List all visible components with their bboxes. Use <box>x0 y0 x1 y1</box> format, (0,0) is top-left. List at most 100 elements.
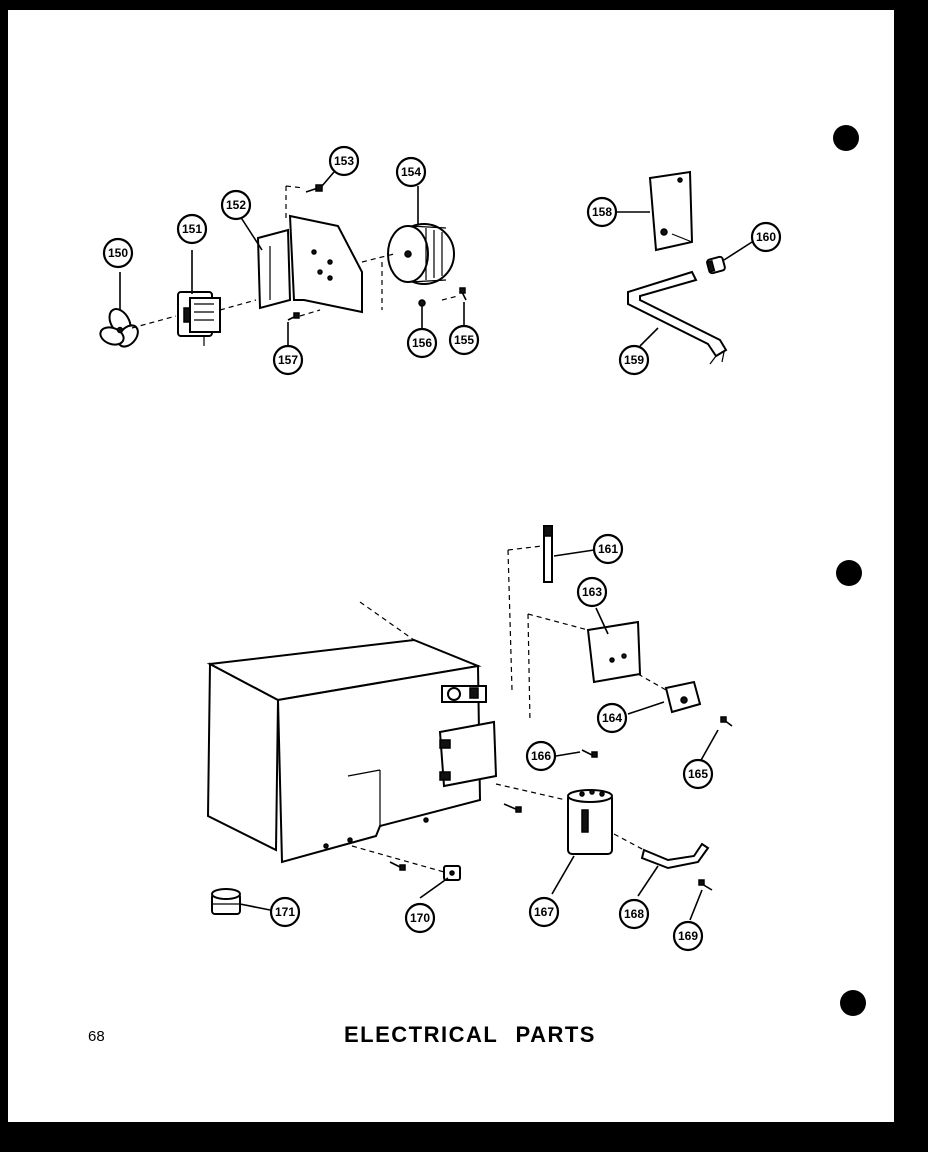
svg-text:154: 154 <box>401 165 421 179</box>
switch-mount-part <box>441 685 487 703</box>
control-plate-part <box>648 170 694 252</box>
leader-169 <box>689 889 703 921</box>
control-box-part <box>438 720 498 788</box>
callout-152: 152 <box>220 189 252 221</box>
callout-163: 163 <box>576 576 608 608</box>
callout-170: 170 <box>404 902 436 934</box>
callout-151: 151 <box>176 213 208 245</box>
screw-169-part <box>698 879 713 891</box>
assembly-line <box>637 673 667 691</box>
callout-164: 164 <box>596 702 628 734</box>
assembly-line <box>299 309 321 317</box>
heater-element-part <box>627 270 728 365</box>
screw-165-part <box>720 716 733 727</box>
parts-sheet: 150 151 152 153 154 155 156 157 158 159 … <box>8 10 894 1122</box>
assembly-line <box>441 295 459 301</box>
screw-153-part <box>305 184 323 193</box>
svg-text:169: 169 <box>678 929 698 943</box>
svg-text:170: 170 <box>410 911 430 925</box>
leader-167 <box>551 855 575 895</box>
callout-154: 154 <box>395 156 427 188</box>
svg-text:157: 157 <box>278 353 298 367</box>
svg-text:167: 167 <box>534 905 554 919</box>
motor-part <box>177 291 221 346</box>
assembly-line <box>527 613 531 723</box>
binder-hole <box>840 990 866 1016</box>
screw-small-part <box>503 803 522 813</box>
svg-text:160: 160 <box>756 230 776 244</box>
assembly-line <box>351 845 445 873</box>
leader-161 <box>553 549 595 557</box>
svg-text:159: 159 <box>624 353 644 367</box>
callout-169: 169 <box>672 920 704 952</box>
callout-150: 150 <box>102 237 134 269</box>
callout-153: 153 <box>328 145 360 177</box>
motor-bracket-part <box>256 228 292 310</box>
callout-156: 156 <box>406 327 438 359</box>
callout-157: 157 <box>272 344 304 376</box>
leader-171 <box>239 903 271 911</box>
blower-wheel-part <box>387 223 455 285</box>
leader-164 <box>627 701 665 715</box>
callout-158: 158 <box>586 196 618 228</box>
svg-text:153: 153 <box>334 154 354 168</box>
terminal-bracket-part <box>586 620 642 684</box>
capacitor-part <box>567 789 613 855</box>
page-title: ELECTRICAL PARTS <box>344 1022 596 1047</box>
assembly-line <box>219 299 257 311</box>
page-number: 68 <box>88 1028 105 1045</box>
svg-text:151: 151 <box>182 222 202 236</box>
leader-165 <box>699 729 719 763</box>
callout-155: 155 <box>448 324 480 356</box>
leader-170 <box>419 877 449 899</box>
screw-157-part <box>287 312 300 321</box>
callout-166: 166 <box>525 740 557 772</box>
leader-159 <box>639 327 659 347</box>
svg-text:166: 166 <box>531 749 551 763</box>
fan-blade-part <box>99 308 139 348</box>
callout-171: 171 <box>269 896 301 928</box>
svg-text:150: 150 <box>108 246 128 260</box>
svg-text:158: 158 <box>592 205 612 219</box>
binder-hole <box>833 125 859 151</box>
leader-153 <box>321 171 335 187</box>
screw-166-part <box>581 749 598 758</box>
mounting-plate-part <box>288 214 363 314</box>
callout-160: 160 <box>750 221 782 253</box>
callout-165: 165 <box>682 758 714 790</box>
assembly-line <box>507 549 513 691</box>
assembly-line <box>131 315 177 329</box>
callout-159: 159 <box>618 344 650 376</box>
leader-168 <box>637 865 659 897</box>
svg-text:155: 155 <box>454 333 474 347</box>
assembly-line <box>613 833 645 851</box>
plug-cap-part <box>211 888 241 915</box>
leader-163 <box>595 607 609 635</box>
svg-text:156: 156 <box>412 336 432 350</box>
assembly-line <box>495 783 567 801</box>
assembly-line <box>361 253 395 263</box>
callout-167: 167 <box>528 896 560 928</box>
leader-160 <box>723 241 753 261</box>
svg-text:152: 152 <box>226 198 246 212</box>
svg-text:165: 165 <box>688 767 708 781</box>
knob-part <box>706 255 726 275</box>
callout-168: 168 <box>618 898 650 930</box>
assembly-line <box>527 613 589 631</box>
exploded-parts-diagram: 150 151 152 153 154 155 156 157 158 159 … <box>99 145 782 952</box>
screw-155-part <box>459 287 467 301</box>
cabinet-part <box>206 601 482 864</box>
assembly-line <box>507 545 543 551</box>
terminal-block-part <box>664 680 702 714</box>
cord-clip-part <box>443 865 461 881</box>
leader-166 <box>555 751 581 757</box>
screw-170-part <box>389 861 406 871</box>
leader-152 <box>239 215 263 251</box>
svg-text:171: 171 <box>275 905 295 919</box>
capacitor-strap-part <box>640 842 710 870</box>
binder-hole <box>836 560 862 586</box>
svg-text:164: 164 <box>602 711 622 725</box>
nut-156-part <box>418 299 426 307</box>
assembly-line <box>285 185 305 189</box>
callout-161: 161 <box>592 533 624 565</box>
